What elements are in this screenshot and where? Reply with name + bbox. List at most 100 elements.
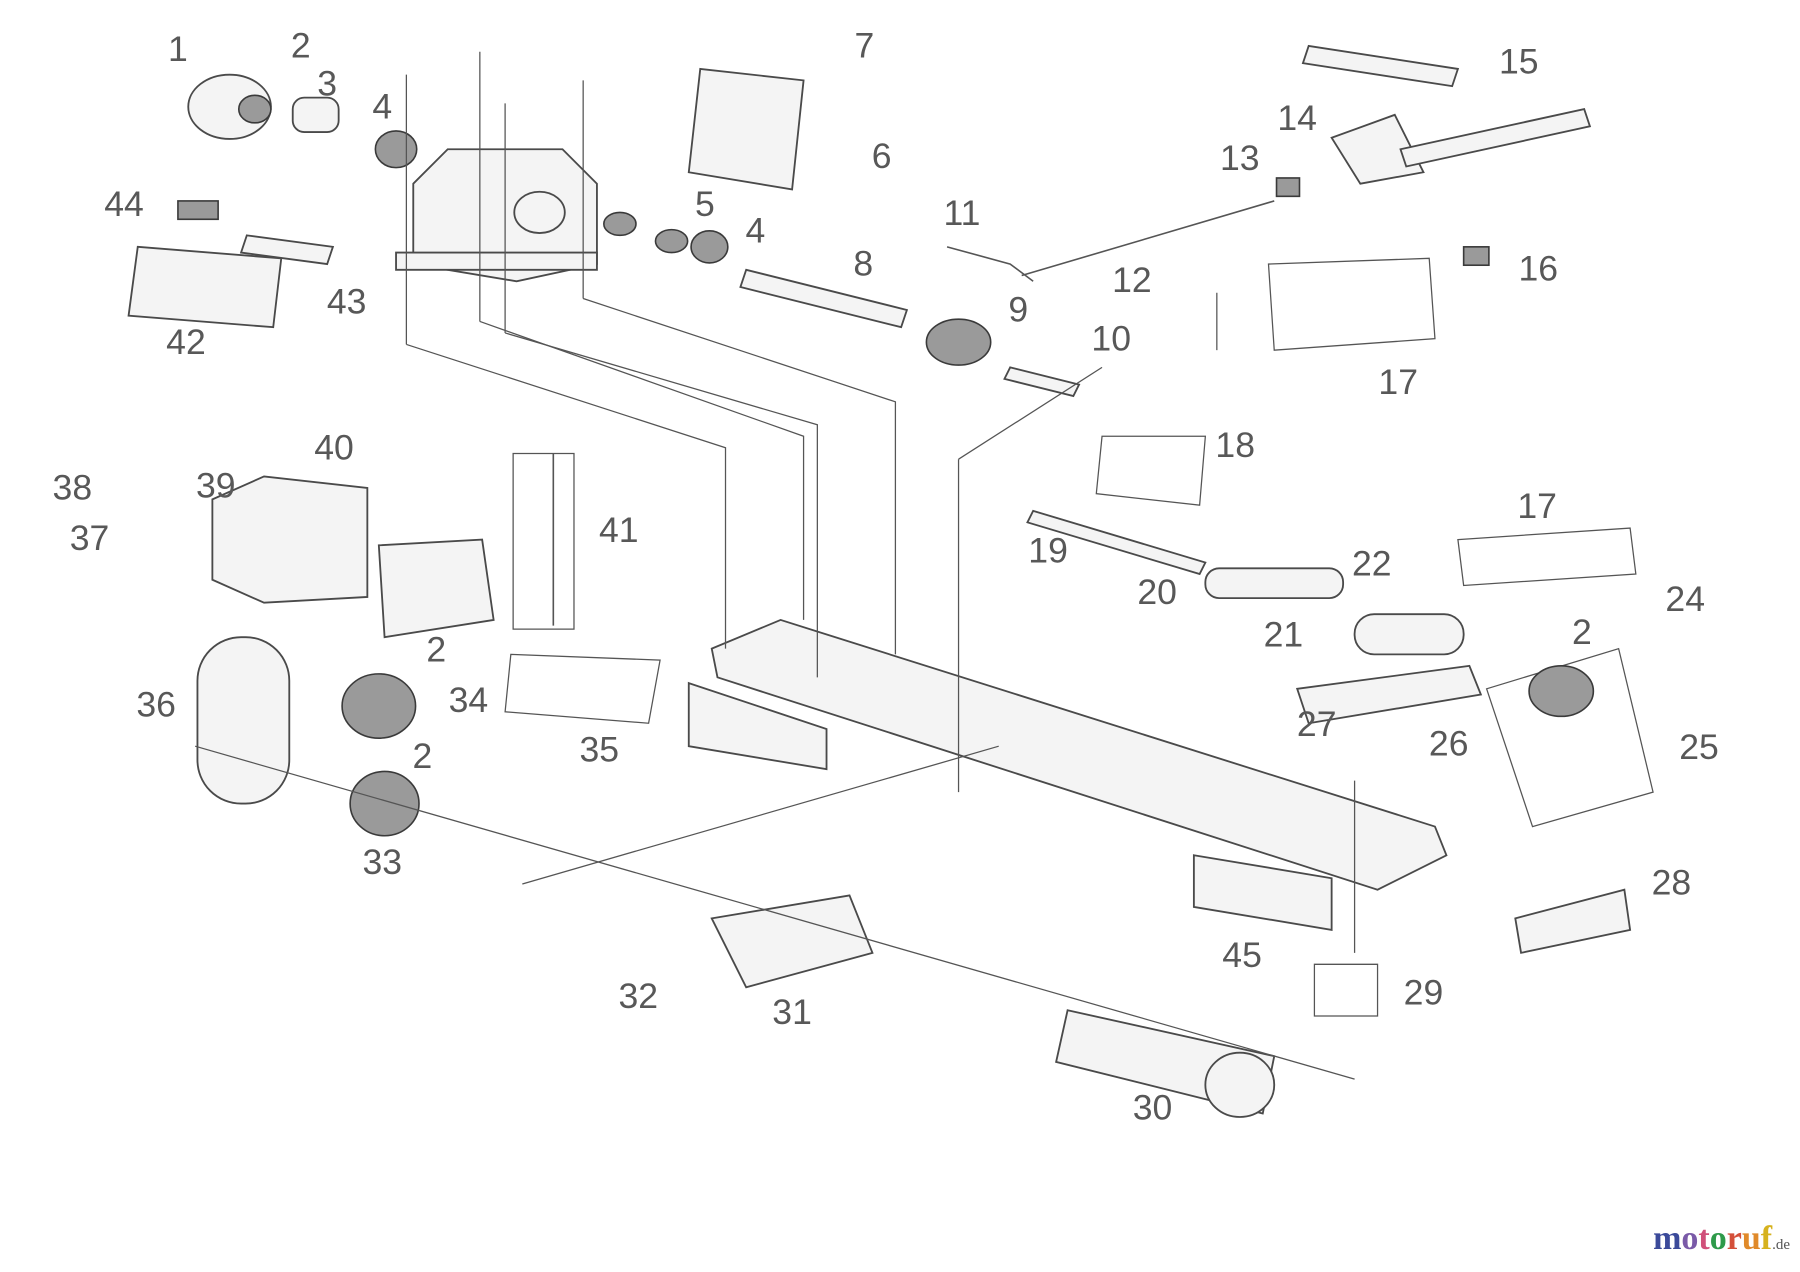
part-number-label: 1	[168, 29, 188, 69]
part-number-label: 40	[314, 427, 354, 467]
part-number-label: 19	[1028, 531, 1068, 571]
part-belt	[196, 636, 291, 805]
part-number-label: 33	[362, 842, 402, 882]
watermark-letter: m	[1653, 1220, 1682, 1257]
part-number-label: 5	[695, 184, 715, 224]
part-number-label: 37	[70, 518, 110, 558]
part-tool-rest-base	[1330, 113, 1425, 185]
part-box-41	[512, 452, 575, 630]
part-number-label: 32	[618, 976, 658, 1016]
part-number-label: 42	[166, 322, 206, 362]
watermark-letter: r	[1726, 1220, 1742, 1257]
part-tube	[1204, 567, 1345, 600]
part-number-label: 35	[579, 729, 619, 769]
part-number-label: 2	[1572, 612, 1592, 652]
part-number-label: 2	[413, 736, 433, 776]
part-handle	[1462, 246, 1490, 267]
part-bearing	[690, 229, 729, 264]
part-motor	[1055, 1009, 1276, 1118]
part-number-label: 24	[1665, 579, 1705, 619]
part-handwheel	[187, 73, 272, 140]
part-tail-handwheel	[1528, 665, 1595, 718]
watermark-letter: t	[1698, 1220, 1710, 1257]
watermark-letter: o	[1681, 1220, 1699, 1257]
part-box-29	[1313, 963, 1379, 1017]
part-spindle	[739, 268, 909, 329]
part-tool-rest	[1301, 44, 1460, 88]
part-label-plate	[239, 234, 335, 266]
part-number-label: 16	[1518, 248, 1558, 288]
part-tailstock	[1295, 613, 1483, 725]
part-number-label: 34	[449, 680, 489, 720]
part-number-label: 17	[1517, 486, 1557, 526]
part-motor-pulley	[341, 673, 417, 739]
part-number-label: 31	[772, 992, 812, 1032]
part-banjo	[1399, 108, 1592, 168]
part-number-label: 45	[1222, 935, 1262, 975]
part-cover-plate	[687, 67, 805, 191]
part-number-label: 43	[327, 282, 367, 322]
part-number-label: 4	[745, 210, 765, 250]
part-quill	[1026, 509, 1207, 576]
part-pulley	[925, 318, 992, 366]
part-number-label: 11	[944, 193, 981, 233]
part-number-label: 20	[1137, 572, 1177, 612]
watermark-letter: u	[1741, 1220, 1761, 1257]
part-clamp	[1275, 177, 1301, 198]
part-number-label: 7	[855, 26, 875, 66]
part-box-18	[1095, 435, 1207, 506]
part-bolts	[405, 51, 584, 345]
part-spindle-pulley	[349, 770, 420, 837]
part-number-label: 15	[1499, 42, 1539, 82]
part-number-label: 8	[853, 244, 873, 284]
part-control-box	[211, 475, 495, 639]
part-number-label: 44	[104, 184, 144, 224]
part-number-label: 2	[291, 26, 311, 66]
part-number-label: 9	[1008, 290, 1028, 330]
part-number-label: 12	[1112, 260, 1152, 300]
part-end-plate	[1514, 888, 1632, 954]
part-number-label: 39	[196, 465, 236, 505]
watermark-logo: motoruf.de	[1653, 1220, 1790, 1258]
diagram-parts	[127, 44, 1654, 1118]
part-number-label: 25	[1679, 727, 1719, 767]
part-switch-plate	[127, 245, 283, 329]
watermark-letter: o	[1709, 1220, 1727, 1257]
part-number-label: 13	[1220, 138, 1260, 178]
part-box-35	[504, 653, 661, 724]
part-switch	[177, 200, 219, 221]
part-number-label: 30	[1133, 1088, 1173, 1128]
watermark-letter: f	[1760, 1220, 1773, 1257]
part-bearing	[374, 130, 418, 169]
part-number-label: 18	[1215, 425, 1255, 465]
part-number-label: 28	[1652, 863, 1692, 903]
part-number-label: 3	[317, 64, 337, 104]
part-number-label: 27	[1297, 704, 1337, 744]
part-number-label: 36	[136, 685, 176, 725]
part-number-label: 6	[872, 136, 892, 176]
part-number-label: 17	[1378, 362, 1418, 402]
part-lever	[946, 200, 1275, 282]
part-number-label: 10	[1091, 318, 1131, 358]
part-box-17b	[1457, 527, 1637, 587]
part-number-label: 26	[1429, 724, 1469, 764]
part-box-17	[1267, 257, 1436, 351]
part-motor-bracket	[710, 894, 874, 989]
part-sleeve	[291, 96, 340, 133]
part-box-25	[1485, 647, 1654, 828]
part-number-label: 29	[1404, 973, 1444, 1013]
part-number-label: 14	[1277, 98, 1317, 138]
part-number-label: 38	[53, 468, 93, 508]
guide-lines	[194, 292, 1356, 1080]
watermark-suffix: .de	[1772, 1237, 1790, 1253]
part-number-label: 2	[426, 629, 446, 669]
part-number-label: 21	[1264, 615, 1304, 655]
part-headstock	[395, 148, 598, 283]
part-center	[1003, 366, 1081, 398]
part-ring	[603, 211, 637, 237]
part-lathe-bed	[687, 618, 1448, 931]
part-number-label: 4	[372, 86, 392, 126]
part-ring	[654, 228, 689, 254]
